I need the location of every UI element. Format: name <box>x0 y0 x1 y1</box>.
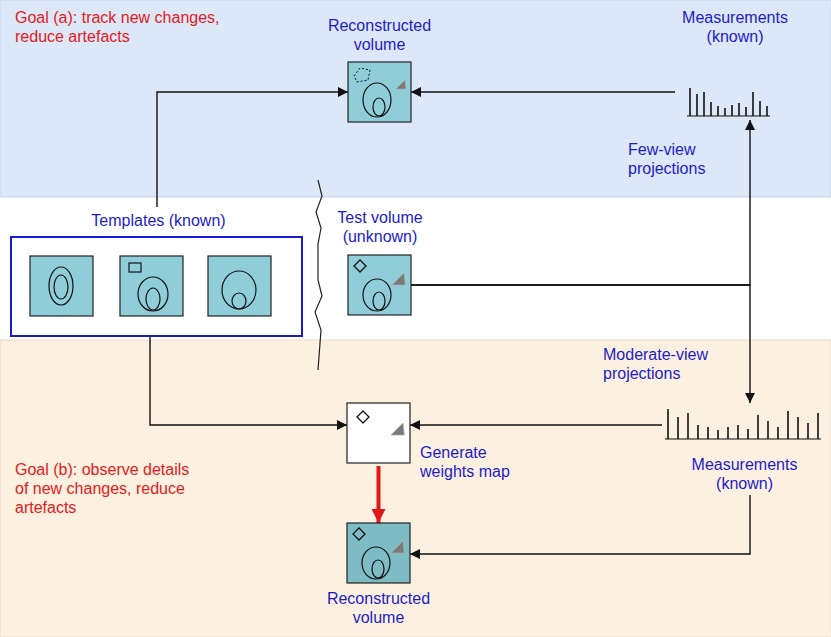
goal-band: Goal (b): observe details of new changes… <box>0 340 831 637</box>
measurement-bar <box>731 105 733 116</box>
connector-arrow <box>410 495 750 554</box>
measurement-bar <box>817 413 819 439</box>
measurement-bar <box>717 430 719 439</box>
measurement-bar <box>697 425 699 439</box>
measurements: Measurements (known) <box>675 8 795 120</box>
measurement-bar <box>797 417 799 439</box>
connector-arrow <box>411 91 675 92</box>
connector-arrow <box>377 466 381 523</box>
measurement-bar <box>737 425 739 439</box>
measurement-bar <box>777 427 779 439</box>
measurement-bar <box>696 94 698 116</box>
goal-a-band-ground <box>0 0 831 197</box>
weights-map: Generate weights map <box>347 403 410 466</box>
node-label: Measurements (known) <box>687 455 802 493</box>
goal-b-band-ground <box>0 340 831 637</box>
connector-arrow <box>157 92 348 207</box>
measurement-bar <box>717 106 719 116</box>
measurement-bar <box>738 103 740 116</box>
node-label: Goal (a): track new changes, reduce arte… <box>15 8 245 46</box>
connector-arrow <box>150 337 347 425</box>
node-illustration <box>12 238 305 339</box>
measurement-bar <box>703 92 705 116</box>
node-label: Reconstructed volume <box>310 589 447 627</box>
node-label: Reconstructed volume <box>313 16 446 54</box>
break-line <box>315 180 322 370</box>
measurement-bar <box>757 415 759 439</box>
edge-label: Moderate-view projections <box>603 345 738 383</box>
edge-label: Few-view projections <box>628 140 738 178</box>
volume-image <box>347 523 410 583</box>
measurement-bar <box>707 427 709 439</box>
volume-image <box>208 256 271 316</box>
measurement-bar <box>724 108 726 116</box>
connector-arrow <box>410 424 662 425</box>
node-label: Test volume (unknown) <box>320 208 440 246</box>
connector-arrow <box>411 120 750 285</box>
node-label: Goal (b): observe details of new changes… <box>15 460 205 518</box>
node-label: Templates (known) <box>12 211 305 230</box>
templates-box: Templates (known) <box>10 236 303 337</box>
measurement-bar <box>687 413 689 439</box>
node-illustration <box>348 255 411 315</box>
measurement-bar <box>745 107 747 116</box>
node-label: Measurements (known) <box>675 8 795 46</box>
volume-image <box>348 62 411 122</box>
volume-image <box>347 403 410 463</box>
connector-arrow <box>411 285 750 403</box>
measurement-bar <box>787 411 789 439</box>
node-label: Generate weights map <box>420 443 520 481</box>
measurement-bar <box>667 409 669 439</box>
measurement-bar <box>752 92 754 116</box>
measurements: Measurements (known) <box>662 403 827 495</box>
test-volume: Test volume (unknown) <box>348 255 411 315</box>
measurement-bar <box>747 429 749 439</box>
measurement-bar <box>677 417 679 439</box>
node-illustration <box>347 523 410 585</box>
volume-image <box>120 256 183 316</box>
measurement-bar <box>710 102 712 116</box>
goal-band: Goal (a): track new changes, reduce arte… <box>0 0 831 197</box>
measurement-bar <box>759 101 761 116</box>
reconstructed-volume: Reconstructed volume <box>347 523 410 585</box>
measurement-bar <box>807 423 809 439</box>
volume-image <box>30 256 93 316</box>
node-illustration <box>347 403 410 466</box>
reconstructed-volume: Reconstructed volume <box>348 62 411 122</box>
measurement-baseline <box>665 439 821 440</box>
measurement-bar <box>689 88 691 116</box>
node-illustration <box>348 62 411 122</box>
volume-image <box>348 255 411 315</box>
measurement-bar <box>727 427 729 439</box>
measurement-bar <box>766 106 768 116</box>
measurement-bar <box>767 421 769 439</box>
measurement-baseline <box>687 116 770 117</box>
